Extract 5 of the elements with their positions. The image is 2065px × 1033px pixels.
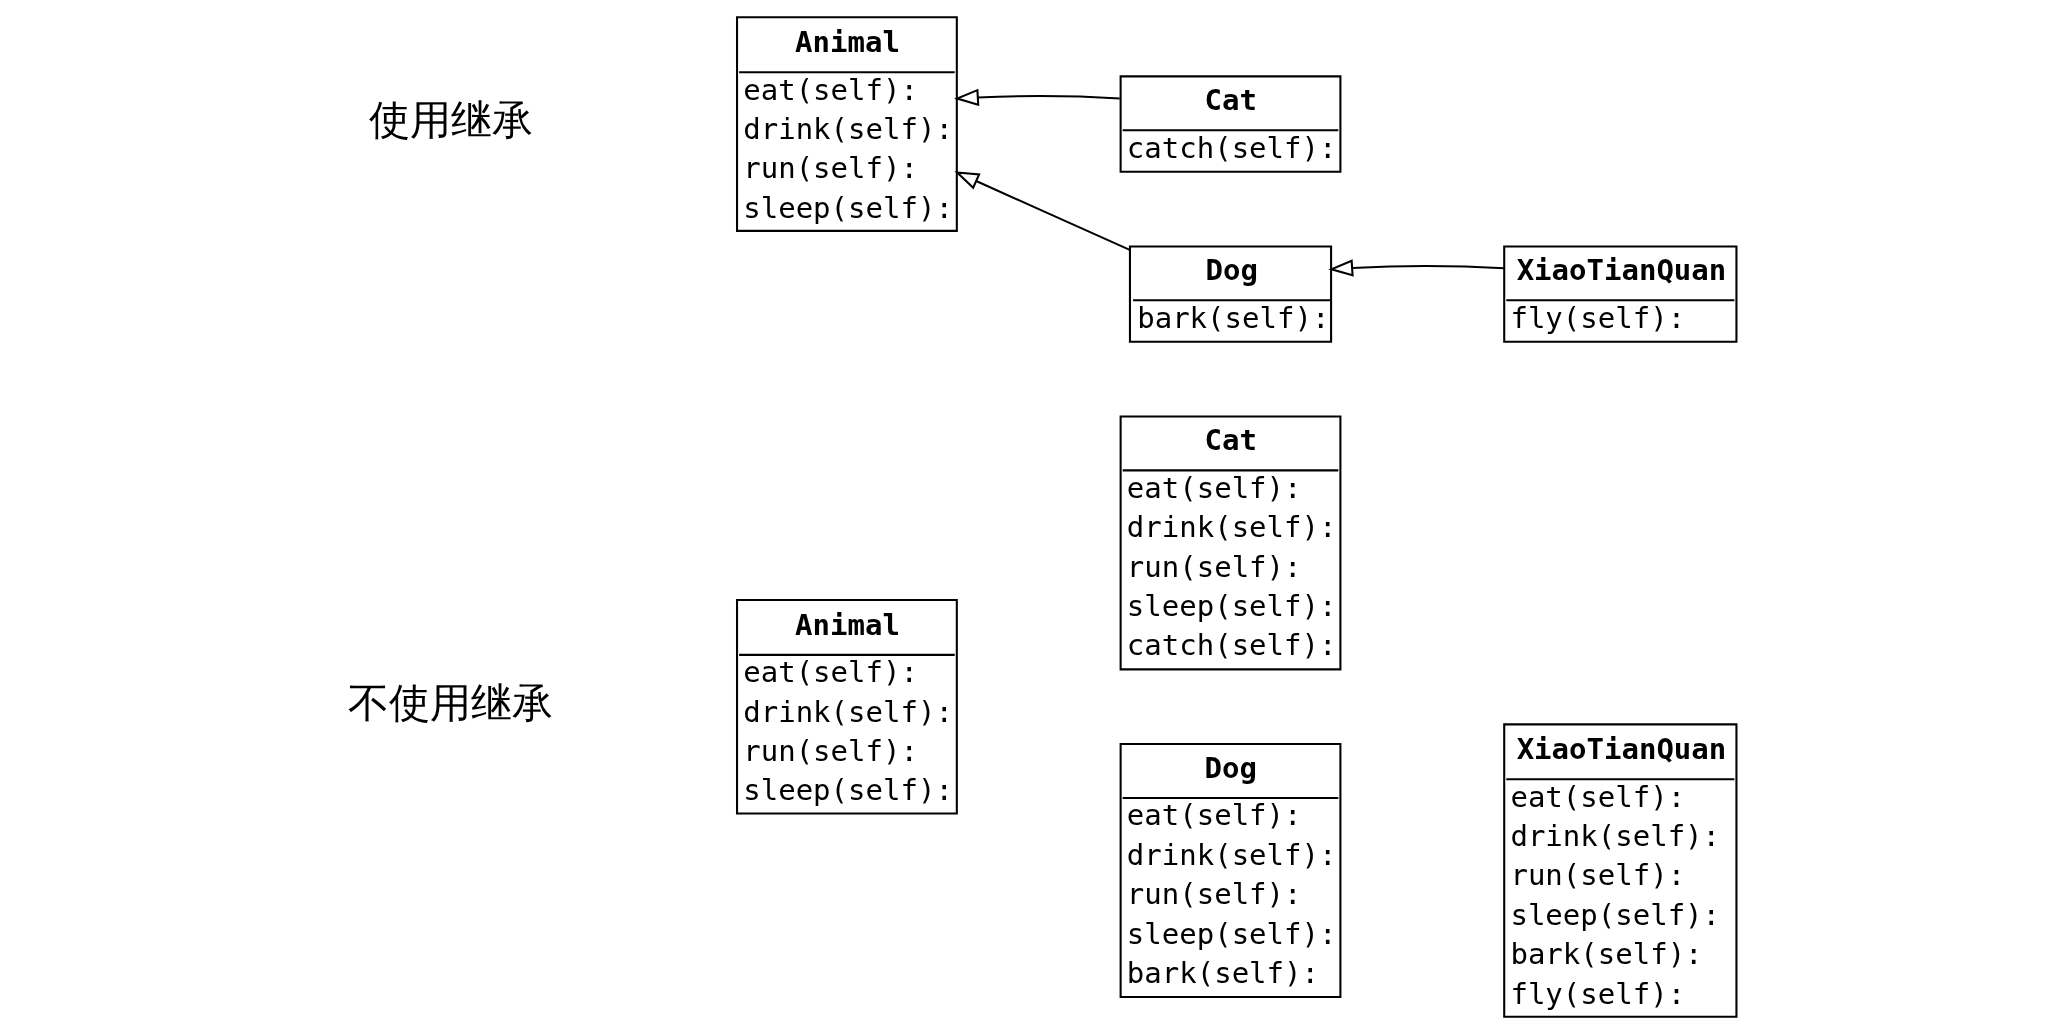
label: 不使用继承 xyxy=(348,678,554,727)
label: 使用继承 xyxy=(368,95,533,144)
arrow xyxy=(1328,258,1505,277)
arrow xyxy=(954,170,1131,251)
arrow xyxy=(953,88,1120,106)
